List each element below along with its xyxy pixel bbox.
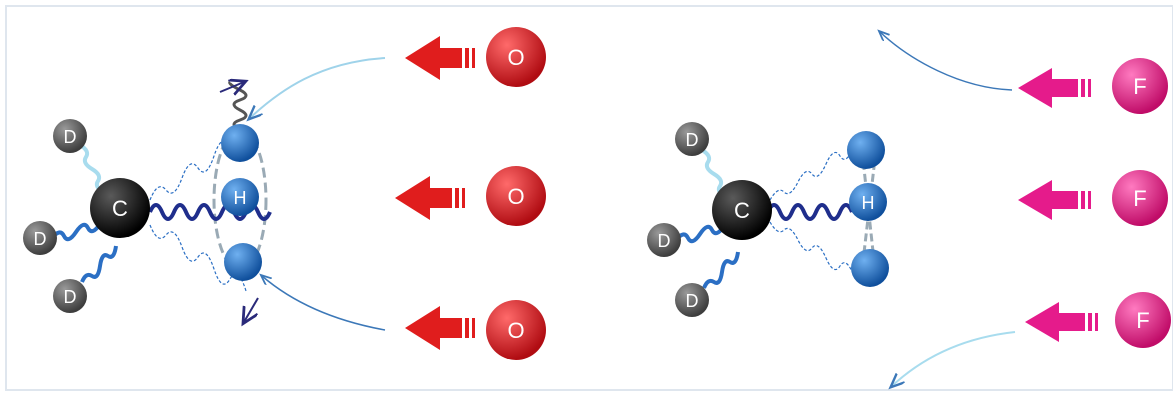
left-panel: C D D D H O O O	[23, 27, 546, 360]
top-approach-arrow	[250, 57, 386, 118]
hydrogen-atom-middle	[221, 178, 259, 216]
right-carbon-atom	[712, 180, 772, 240]
fluorine-label-middle: F	[1133, 186, 1146, 211]
right-panel: C D D D H F F F	[647, 32, 1171, 386]
deuterium-atom-top	[53, 119, 87, 153]
right-deuterium-atom-bottom	[675, 283, 709, 317]
fluorine-atom-middle	[1112, 170, 1168, 226]
right-top-departing-arrow	[880, 32, 1013, 91]
oxygen-atom-middle	[486, 166, 546, 226]
deuterium-atom-left	[23, 221, 57, 255]
deuterium-label-top: D	[64, 127, 77, 147]
hydrogen-atom-top	[221, 124, 259, 162]
right-deuterium-label-left: D	[658, 231, 671, 251]
right-hydrogen-atom-top	[847, 131, 885, 169]
carbon-atom	[90, 178, 150, 238]
right-bottom-departing-arrow	[892, 331, 1016, 386]
frame	[5, 5, 1173, 391]
right-weak-spring-bottom	[769, 221, 855, 277]
right-weak-spring-top	[769, 145, 855, 201]
weak-spring-bottom	[149, 224, 247, 292]
oxygen-atom-top	[486, 27, 546, 87]
hydrogen-label: H	[234, 188, 247, 208]
fluorine-label-bottom: F	[1136, 308, 1149, 333]
oxygen-arrow-top	[405, 36, 475, 80]
weak-spring-top	[149, 133, 247, 201]
oxygen-arrow-bottom	[405, 306, 475, 350]
oxygen-label-middle: O	[507, 184, 524, 209]
fluorine-atom-bottom	[1115, 292, 1171, 348]
right-hydrogen-atom-middle	[849, 183, 887, 221]
right-deuterium-atom-left	[647, 223, 681, 257]
fluorine-arrow-middle	[1018, 180, 1091, 220]
right-hydrogen-label: H	[862, 193, 875, 213]
oxygen-atom-bottom	[486, 300, 546, 360]
fluorine-arrow-top	[1018, 68, 1091, 108]
deuterium-atom-bottom	[53, 279, 87, 313]
d-spring-bottom	[80, 245, 118, 283]
right-strong-spring	[766, 203, 854, 221]
right-deuterium-label-top: D	[686, 130, 699, 150]
right-deuterium-label-bottom: D	[686, 291, 699, 311]
right-carbon-label: C	[734, 198, 750, 223]
fluorine-arrow-bottom	[1025, 302, 1098, 342]
oxygen-label-top: O	[507, 45, 524, 70]
top-motion-arrow	[219, 82, 244, 92]
carbon-label: C	[112, 196, 128, 221]
deuterium-label-bottom: D	[64, 287, 77, 307]
bottom-approach-arrow	[262, 276, 386, 331]
fluorine-label-top: F	[1133, 74, 1146, 99]
oxygen-label-bottom: O	[507, 318, 524, 343]
fluorine-atom-top	[1112, 58, 1168, 114]
bottom-motion-arrow	[244, 297, 259, 322]
oxygen-arrow-middle	[395, 176, 465, 220]
right-d-spring-bottom	[702, 251, 740, 289]
right-hydrogen-atom-bottom	[851, 249, 889, 287]
right-deuterium-atom-top	[675, 122, 709, 156]
right-d-spring-top	[700, 148, 728, 200]
hydrogen-atom-bottom	[224, 243, 262, 281]
d-spring-top	[78, 143, 106, 195]
deuterium-label-left: D	[34, 229, 47, 249]
